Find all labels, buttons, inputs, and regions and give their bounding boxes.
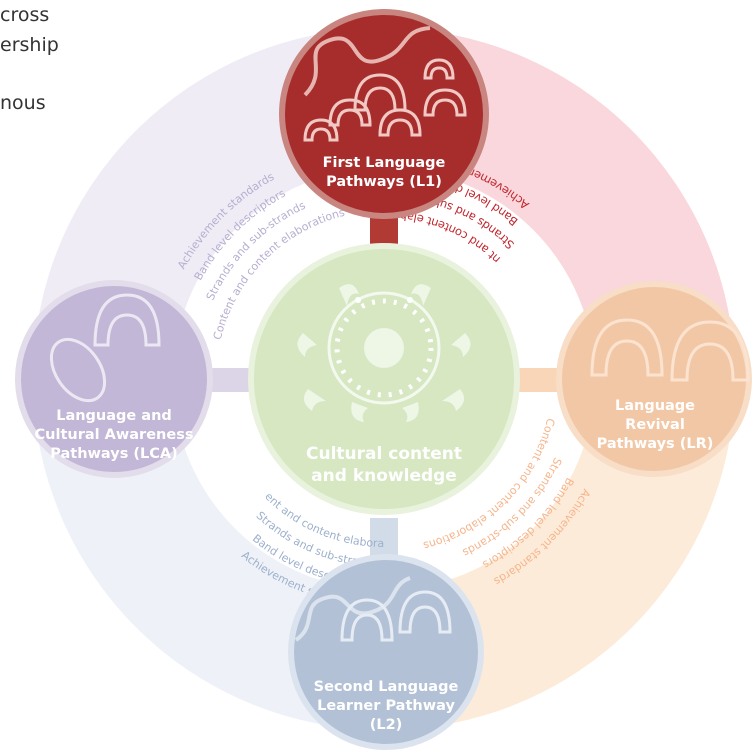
center-motif-icon xyxy=(297,284,471,422)
lca-title-line2: Cultural Awareness xyxy=(35,427,194,443)
l2-title-line1: Second Language xyxy=(314,679,459,695)
lr-title-line3: Pathways (LR) xyxy=(597,436,714,452)
seated-figures-icon xyxy=(303,58,467,142)
l2-title-line2: Learner Pathway xyxy=(317,698,455,714)
l1-title-line1: First Language xyxy=(323,155,446,171)
pathway-node-lr[interactable]: Language Revival Pathways (LR) xyxy=(556,281,752,477)
lca-title-line1: Language and xyxy=(56,408,172,424)
intro-text-fragment: nous xyxy=(0,92,46,114)
lr-title-line1: Language xyxy=(615,398,695,414)
center-title-line2: and knowledge xyxy=(311,466,457,486)
center-title-line1: Cultural content xyxy=(306,444,462,464)
seated-figures-icon xyxy=(49,293,161,403)
pathway-node-l2[interactable]: Second Language Learner Pathway (L2) xyxy=(288,554,484,750)
center-node: Cultural content and knowledge xyxy=(248,243,520,515)
river-line-icon xyxy=(294,576,411,642)
l1-title-line2: Pathways (L1) xyxy=(326,174,442,190)
intro-text-fragment: ership xyxy=(0,34,59,56)
lca-title-line3: Pathways (LCA) xyxy=(50,446,178,462)
pathway-node-l1[interactable]: First Language Pathways (L1) xyxy=(279,9,489,219)
seated-figures-icon xyxy=(340,590,452,642)
pathway-node-lca[interactable]: Language and Cultural Awareness Pathways… xyxy=(15,280,213,478)
river-line-icon xyxy=(303,26,431,97)
lr-title-line2: Revival xyxy=(625,417,685,433)
connector-lca xyxy=(208,368,256,392)
l2-title-line3: (L2) xyxy=(370,717,403,733)
seated-figures-icon xyxy=(590,318,750,382)
intro-text-fragment: cross xyxy=(0,4,50,26)
